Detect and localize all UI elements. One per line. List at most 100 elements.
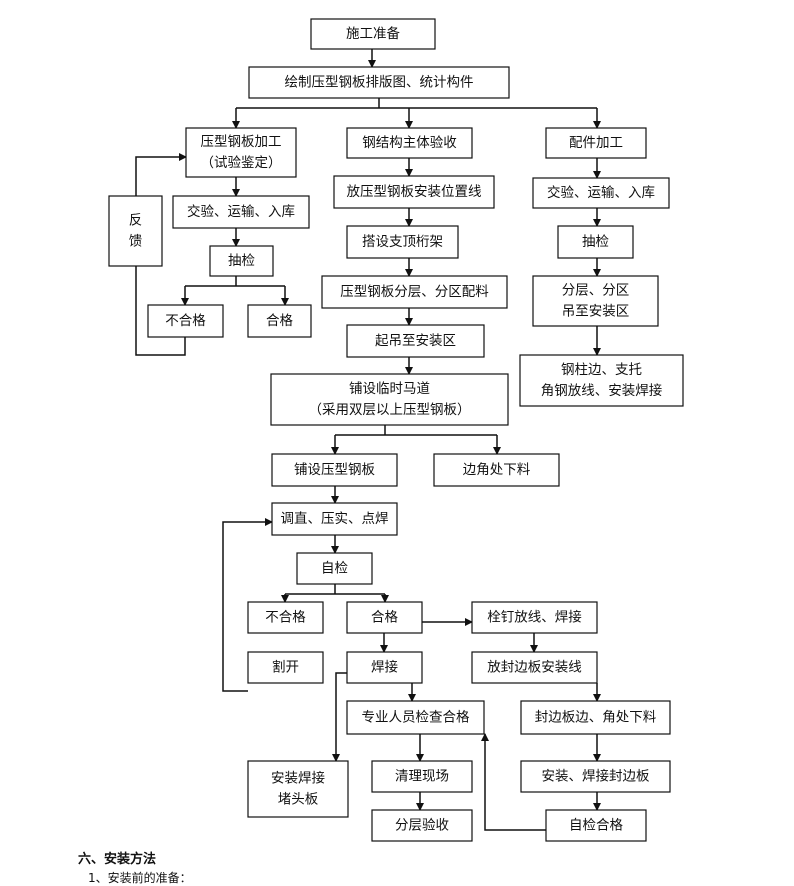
step-label: 放压型钢板安装位置线	[347, 184, 482, 200]
connector	[332, 672, 347, 762]
step-walkway: 铺设临时马道 （采用双层以上压型钢板）	[270, 373, 509, 426]
step-edge-cut: 封边板边、角处下料	[520, 700, 671, 735]
step-box	[346, 127, 473, 159]
step-label: 自检	[321, 561, 348, 577]
step-box	[108, 195, 163, 267]
step-box	[545, 127, 647, 159]
step-m-hoist: 起吊至安装区	[346, 324, 485, 358]
step-label: 边角处下料	[463, 462, 531, 478]
step-label: 栓钉放线、焊接	[487, 609, 582, 626]
step-inspect: 专业人员检查合格	[346, 700, 485, 735]
step-box	[333, 175, 495, 209]
step-box	[247, 601, 324, 634]
step-box	[209, 245, 274, 277]
step-clean: 清理现场	[371, 760, 473, 793]
step-label: 反	[129, 213, 143, 229]
step-box	[271, 453, 398, 487]
step-label: 绘制压型钢板排版图、统计构件	[285, 75, 474, 91]
section-subheading: 1、安装前的准备：	[88, 871, 192, 885]
step-box	[532, 177, 670, 209]
step-box	[248, 66, 510, 99]
step-box	[520, 760, 671, 793]
step-label: 交验、运输、入库	[187, 203, 295, 220]
step-r-sample: 抽检	[557, 225, 634, 259]
step-label: 搭设支顶桁架	[362, 234, 443, 250]
step-box	[557, 225, 634, 259]
step-feedback: 反馈	[108, 195, 163, 267]
step-label: 不合格	[265, 610, 306, 626]
step-corner-cut: 边角处下料	[433, 453, 560, 487]
step-label: 堵头板	[278, 792, 319, 808]
step-label: （采用双层以上压型钢板）	[309, 402, 471, 418]
step-box	[471, 651, 598, 684]
step-label: 铺设压型钢板	[294, 462, 375, 478]
step-label: 自检合格	[569, 818, 623, 834]
step-label: 合格	[266, 313, 293, 329]
step-self-check: 自检	[296, 552, 373, 585]
step-start: 施工准备	[310, 18, 436, 50]
step-r-transport: 交验、运输、入库	[532, 177, 670, 209]
step-box	[270, 373, 509, 426]
step-box	[346, 324, 485, 358]
step-label: （试验鉴定）	[201, 155, 282, 171]
step-label: 分层、分区	[562, 283, 630, 299]
step-label: 吊至安装区	[562, 304, 630, 320]
step-label: 交验、运输、入库	[547, 184, 655, 201]
step-box	[346, 700, 485, 735]
step-box	[545, 809, 647, 842]
step-box	[247, 760, 349, 818]
step-steel-accept: 钢结构主体验收	[346, 127, 473, 159]
step-box	[346, 651, 423, 684]
step-box	[172, 195, 310, 229]
step-label: 焊接	[371, 659, 398, 676]
step-m-truss: 搭设支顶桁架	[346, 225, 459, 259]
section-heading: 六、安装方法	[78, 852, 157, 867]
step-m-layout-line: 放压型钢板安装位置线	[333, 175, 495, 209]
step-label: 角钢放线、安装焊接	[541, 382, 663, 399]
step-label: 配件加工	[569, 135, 623, 151]
connector	[222, 518, 273, 692]
step-label: 钢结构主体验收	[362, 135, 457, 151]
step-l-pass: 合格	[247, 304, 312, 338]
step-label: 清理现场	[395, 769, 449, 785]
step-l-fail: 不合格	[147, 304, 224, 338]
step-label: 割开	[272, 659, 299, 676]
step-box	[310, 18, 436, 50]
step-box	[185, 127, 297, 178]
step-label: 安装、焊接封边板	[542, 768, 650, 785]
step-box	[433, 453, 560, 487]
connector	[135, 153, 187, 356]
step-edge-line: 放封边板安装线	[471, 651, 598, 684]
step-box	[346, 601, 423, 634]
step-drawing: 绘制压型钢板排版图、统计构件	[248, 66, 510, 99]
step-box	[520, 700, 671, 735]
step-label: 放封边板安装线	[487, 660, 582, 676]
step-l-sample: 抽检	[209, 245, 274, 277]
step-label: 不合格	[165, 313, 206, 329]
step-l-transport: 交验、运输、入库	[172, 195, 310, 229]
step-label: 分层验收	[395, 818, 449, 834]
step-deck-process: 压型钢板加工（试验鉴定）	[185, 127, 297, 178]
step-c-pass: 合格	[346, 601, 423, 634]
step-label: 专业人员检查合格	[362, 710, 470, 726]
step-label: 封边板边、角处下料	[535, 710, 657, 726]
step-label: 铺设临时马道	[349, 381, 430, 397]
step-stud: 栓钉放线、焊接	[471, 601, 598, 634]
connector	[481, 733, 546, 831]
step-box	[471, 601, 598, 634]
step-box	[147, 304, 224, 338]
step-lay-deck: 铺设压型钢板	[271, 453, 398, 487]
step-label: 抽检	[582, 234, 610, 250]
step-edge-weld: 安装、焊接封边板	[520, 760, 671, 793]
step-label: 起吊至安装区	[375, 333, 456, 349]
step-label: 压型钢板分层、分区配料	[340, 284, 489, 300]
step-label: 调直、压实、点焊	[281, 511, 389, 527]
step-final-check: 自检合格	[545, 809, 647, 842]
step-label: 抽检	[228, 253, 255, 269]
step-label: 钢柱边、支托	[561, 362, 642, 378]
step-label: 合格	[371, 610, 398, 626]
step-label: 馈	[129, 234, 143, 250]
